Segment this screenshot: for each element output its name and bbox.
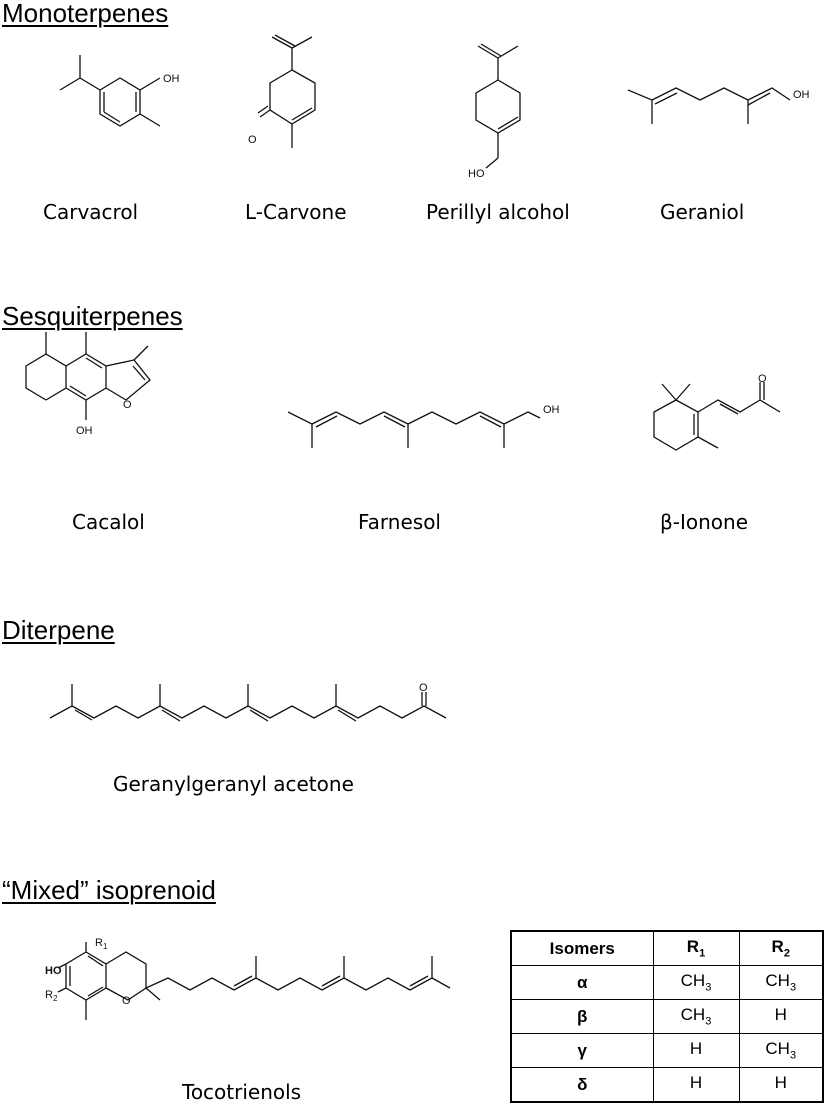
isomer-name: γ	[510, 1033, 654, 1068]
geraniol-structure: OH	[627, 87, 810, 124]
header-r1: R1	[652, 930, 740, 966]
header-r2: R2	[738, 930, 824, 966]
isomer-name: δ	[510, 1067, 654, 1103]
geraniol-oh-label: OH	[793, 89, 810, 101]
tocotrienol-r1-label: R1	[95, 937, 108, 951]
label-tocotrienols: Tocotrienols	[182, 1080, 302, 1104]
r2-value: H	[738, 999, 824, 1034]
carvacrol-oh-label: OH	[163, 73, 180, 85]
label-geranylgeranyl-acetone: Geranylgeranyl acetone	[113, 772, 354, 796]
perillyl-alcohol-structure: HO	[468, 43, 521, 180]
table-row: β CH3 H	[510, 999, 824, 1034]
isomer-table: Isomers R1 R2 α CH3 CH3 β CH3 H γ H CH3 …	[510, 930, 824, 1103]
heading-mixed-isoprenoid: “Mixed” isoprenoid	[2, 875, 216, 905]
cacalol-structure: O OH	[25, 332, 151, 437]
label-geraniol: Geraniol	[660, 200, 745, 224]
isomer-name: β	[510, 999, 654, 1034]
label-cacalol: Cacalol	[72, 510, 145, 534]
isomer-table-header-row: Isomers R1 R2	[510, 930, 824, 966]
beta-ionone-o-label: O	[758, 373, 767, 385]
tocotrienol-o-label: O	[122, 995, 131, 1007]
geranylgeranyl-acetone-structure: O	[49, 682, 447, 722]
r2-value: CH3	[738, 965, 824, 1000]
isomer-name: α	[510, 965, 654, 1000]
beta-ionone-structure: O	[653, 373, 781, 451]
farnesol-oh-label: OH	[543, 404, 560, 416]
label-l-carvone: L-Carvone	[245, 200, 347, 224]
r1-value: CH3	[652, 999, 740, 1034]
gga-o-label: O	[419, 682, 428, 694]
l-carvone-o-label: O	[248, 134, 257, 146]
heading-diterpene: Diterpene	[2, 615, 115, 645]
r1-value: H	[652, 1067, 740, 1103]
farnesol-structure: OH	[287, 404, 560, 448]
l-carvone-structure: O	[248, 34, 316, 148]
label-farnesol: Farnesol	[358, 510, 441, 534]
r1-value: CH3	[652, 965, 740, 1000]
label-carvacrol: Carvacrol	[43, 200, 139, 224]
header-isomers: Isomers	[510, 930, 654, 966]
cacalol-o-label: O	[123, 399, 132, 411]
r2-value: CH3	[738, 1033, 824, 1068]
label-beta-ionone: β-Ionone	[660, 510, 749, 534]
r1-value: H	[652, 1033, 740, 1068]
table-row: δ H H	[510, 1067, 824, 1103]
cacalol-oh-label: OH	[76, 425, 93, 437]
table-row: α CH3 CH3	[510, 965, 824, 1000]
r2-value: H	[738, 1067, 824, 1103]
heading-monoterpenes: Monoterpenes	[2, 0, 169, 28]
label-perillyl-alcohol: Perillyl alcohol	[426, 200, 570, 224]
tocotrienol-r2-label: R2	[45, 989, 58, 1003]
perillyl-ho-label: HO	[468, 168, 485, 180]
heading-sesquiterpenes: Sesquiterpenes	[2, 301, 183, 331]
tocotrienol-ho-label: HO	[45, 965, 62, 977]
table-row: γ H CH3	[510, 1033, 824, 1068]
carvacrol-structure: OH	[59, 55, 180, 127]
